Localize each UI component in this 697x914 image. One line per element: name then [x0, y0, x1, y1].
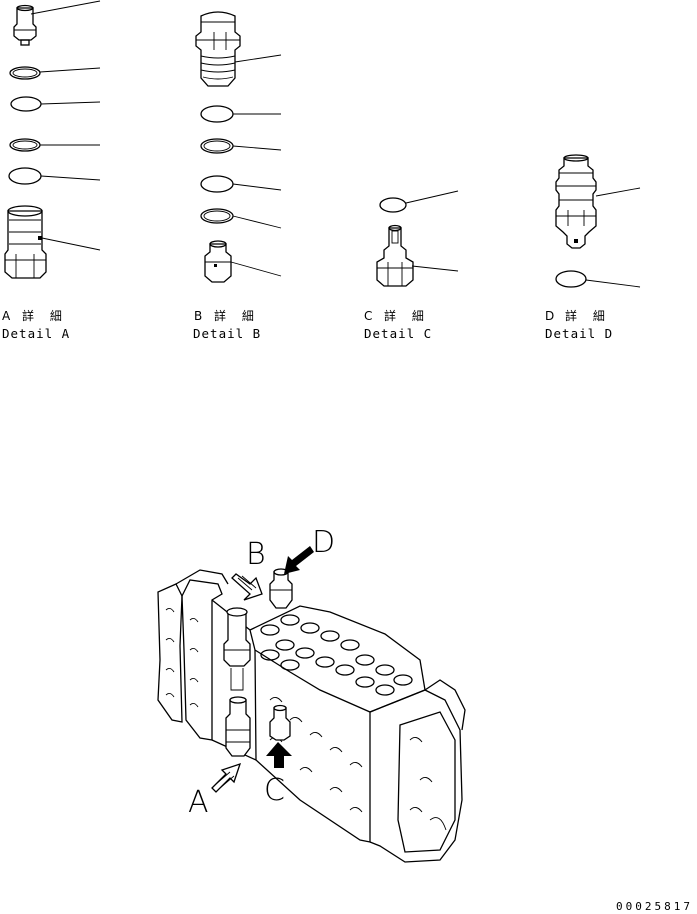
callout-a-label: A — [188, 785, 209, 820]
valve-insert-a — [225, 696, 251, 757]
svg-text:Detail B: Detail B — [193, 326, 261, 341]
detail-b-oring-2 — [200, 175, 282, 193]
svg-text:C: C — [364, 309, 378, 323]
svg-text:詳 細: 詳 細 — [565, 308, 611, 323]
detail-c-oring — [379, 190, 459, 213]
detail-d-caption: D 詳 細 Detail D — [545, 308, 613, 341]
detail-c-group — [376, 190, 459, 287]
detail-a-group — [4, 0, 101, 279]
svg-text:詳 細: 詳 細 — [384, 308, 430, 323]
svg-text:Detail A: Detail A — [2, 326, 70, 341]
detail-b-group — [195, 11, 282, 283]
detail-a-valve-body — [4, 205, 101, 279]
svg-text:A: A — [2, 309, 16, 323]
svg-text:Detail D: Detail D — [545, 326, 613, 341]
arrow-b — [231, 573, 263, 601]
detail-d-group — [555, 154, 641, 288]
control-valve-assembly — [157, 568, 466, 863]
detail-b-oring-1 — [200, 105, 281, 123]
detail-b-relief-valve — [195, 11, 282, 87]
arrow-a — [211, 762, 242, 793]
detail-c-caption: C 詳 細 Detail C — [364, 308, 432, 341]
detail-a-oring-1 — [10, 96, 101, 112]
front-ports — [269, 697, 447, 831]
svg-text:D: D — [545, 309, 560, 323]
detail-a-caption: A 詳 細 Detail A — [2, 308, 70, 341]
valve-insert-c — [269, 704, 291, 741]
detail-a-oring-2 — [8, 167, 101, 185]
callout-b-label: B — [246, 537, 266, 572]
callout-c-label: C — [264, 773, 285, 808]
svg-text:詳 細: 詳 細 — [22, 308, 68, 323]
svg-text:詳 細: 詳 細 — [214, 308, 260, 323]
detail-b-thin-ring-1 — [200, 138, 282, 154]
valve-insert-b — [223, 607, 251, 691]
detail-b-thin-ring-2 — [200, 208, 282, 229]
svg-text:B: B — [194, 309, 208, 323]
detail-c-valve — [376, 224, 459, 287]
detail-d-cartridge — [555, 154, 641, 249]
callout-d-label: D — [312, 525, 335, 560]
detail-d-oring — [555, 270, 641, 288]
valve-insert-d — [269, 568, 293, 609]
arrow-c — [266, 742, 292, 768]
detail-a-thin-ring-2 — [9, 138, 100, 152]
drawing-code: 00025817 — [616, 900, 693, 913]
arrow-d — [284, 546, 314, 574]
detail-b-poppet — [204, 240, 282, 283]
svg-text:Detail C: Detail C — [364, 326, 432, 341]
detail-b-caption: B 詳 細 Detail B — [193, 308, 261, 341]
detail-a-plug — [13, 0, 101, 46]
spool-caps — [260, 614, 413, 696]
detail-a-thin-ring-1 — [9, 66, 101, 80]
